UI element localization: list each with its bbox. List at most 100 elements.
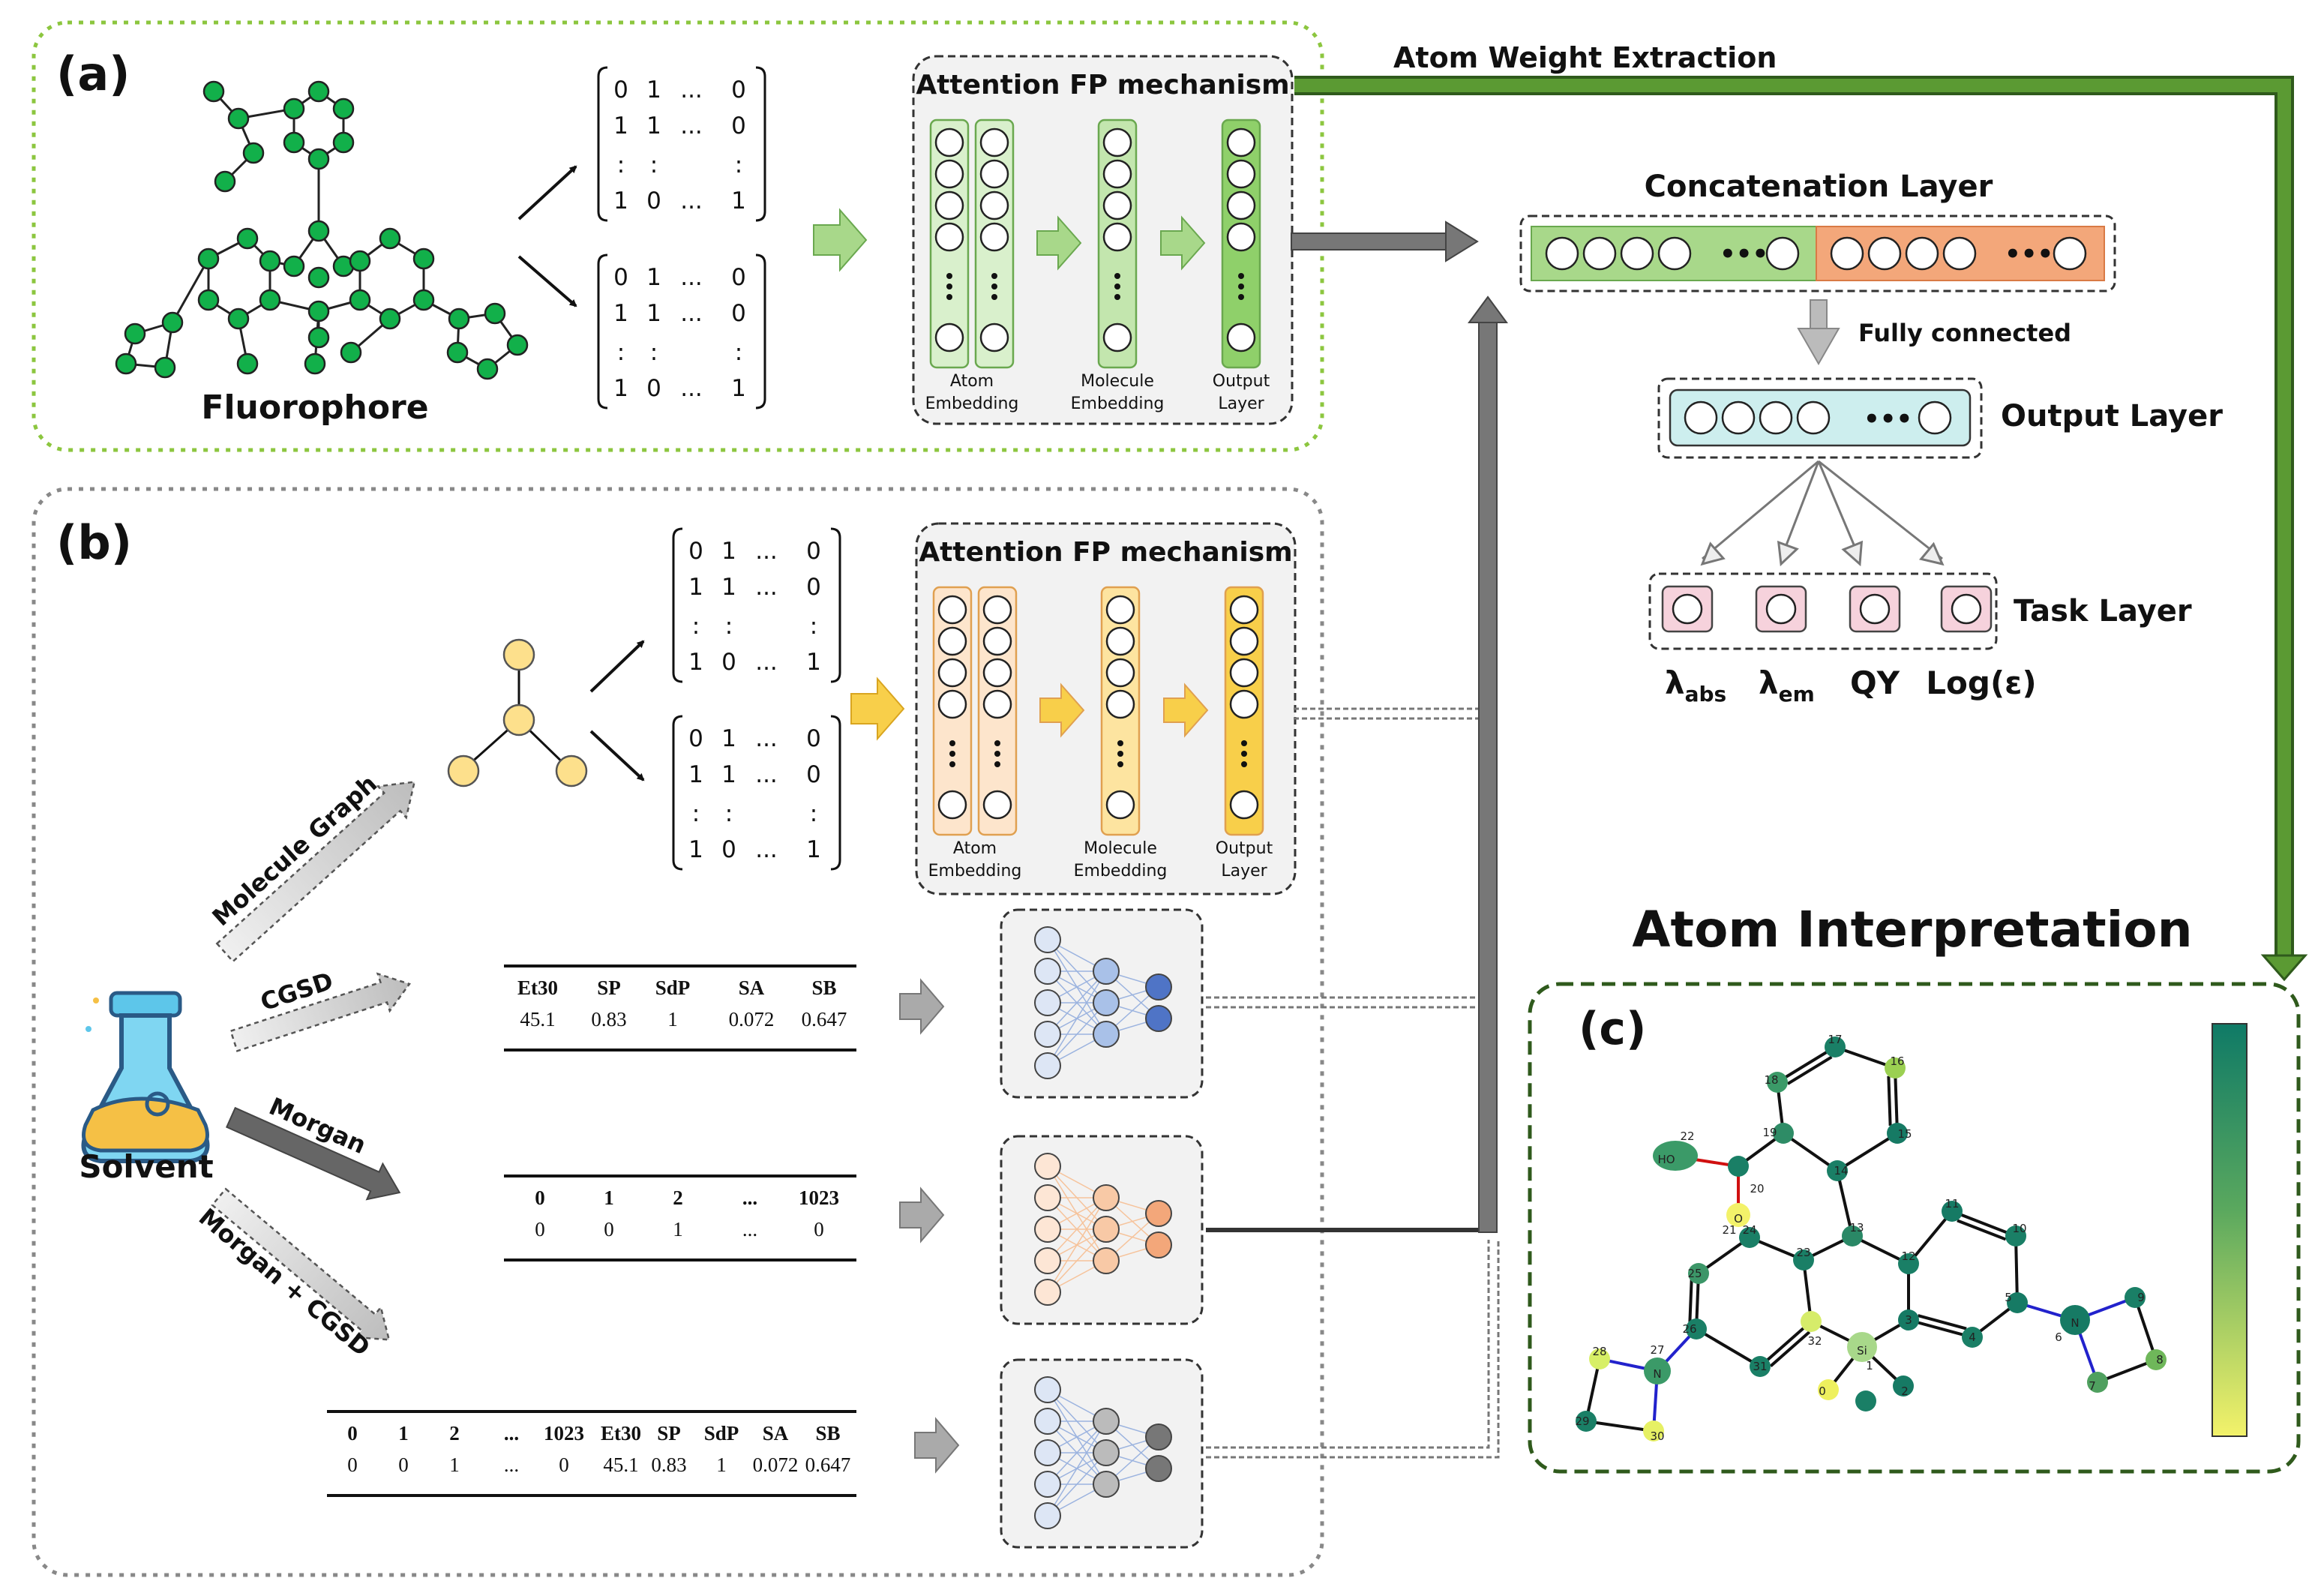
atom-node: [332, 98, 355, 120]
table-header: SA: [739, 976, 765, 999]
mlp-cgsd: [1000, 908, 1204, 1099]
atom-node: [1686, 1318, 1707, 1340]
matrix-cell: 1: [721, 538, 736, 565]
neuron: [1105, 595, 1135, 625]
atom-node: [2146, 1349, 2167, 1370]
neuron: [1105, 658, 1135, 688]
atom-node: [283, 98, 305, 120]
atom-label: 32: [1807, 1334, 1822, 1348]
neuron: [937, 626, 967, 656]
atom-label: 7: [2089, 1379, 2096, 1393]
task-fan-arrows: [1702, 460, 1943, 560]
table-header: SB: [815, 1422, 840, 1444]
atom-label: 15: [1897, 1127, 1912, 1141]
matrix-cell: 1: [721, 761, 736, 788]
atom-node: [1885, 1058, 1906, 1078]
matrix-cell: 0: [731, 300, 746, 327]
table-cell: 0.647: [805, 1454, 851, 1476]
neuron: [937, 790, 967, 820]
column-label: Embedding: [925, 394, 1019, 413]
table-cell: 0.072: [729, 1008, 775, 1030]
connector-lines: [1206, 296, 1508, 1459]
table-cell: 45.1: [603, 1454, 638, 1476]
arrow-to-matrix-bottom: [517, 255, 577, 308]
atom-label: 11: [1945, 1197, 1959, 1210]
inner-arrow: [1163, 682, 1209, 738]
atom-label: 26: [1682, 1322, 1696, 1336]
atom-node: [476, 358, 499, 380]
neuron: [937, 595, 967, 625]
bond: [2014, 1235, 2019, 1304]
bond: [2134, 1297, 2158, 1360]
atom-node: [1773, 1123, 1794, 1144]
atom-node: [1962, 1327, 1983, 1348]
atom-node: [484, 302, 506, 325]
matrix-cell: :: [692, 613, 700, 640]
matrix-cell: :: [735, 339, 742, 366]
matrix-cell: :: [810, 800, 817, 827]
atom-label: 3: [1905, 1313, 1912, 1327]
solvent-molecule-graph: [447, 638, 588, 788]
arrow-to-concatenation: [1291, 220, 1479, 262]
bond: [171, 258, 210, 323]
neuron: [979, 159, 1009, 189]
table-cell: 1: [449, 1454, 460, 1476]
atom-node: [1827, 1160, 1848, 1181]
matrix-cell: ...: [755, 836, 778, 863]
attention-weight-colorbar: [2212, 1023, 2248, 1437]
atom-node: [2005, 1226, 2026, 1246]
matrix-cell: 0: [646, 375, 661, 402]
neuron: [1034, 1247, 1061, 1274]
atom-node: [197, 248, 220, 270]
atom-node: [1728, 1156, 1749, 1177]
table-header: SP: [597, 976, 621, 999]
atom-node: [202, 80, 225, 103]
neuron: [934, 222, 964, 252]
matrix-cell: 1: [646, 264, 661, 291]
matrix-cell: 1: [806, 836, 821, 863]
matrix-cell: ...: [680, 112, 703, 140]
neuron: [1093, 1471, 1120, 1498]
atom-node: [1825, 1036, 1846, 1058]
atom-label: 19: [1762, 1126, 1777, 1139]
table-cell: 0: [535, 1218, 545, 1240]
neuron: [982, 595, 1012, 625]
atom-label: 21: [1722, 1223, 1736, 1237]
neuron: [1093, 1439, 1120, 1466]
matrix-cell: ...: [755, 574, 778, 601]
neuron: [982, 689, 1012, 719]
column-label: Molecule: [1084, 839, 1157, 858]
column-label: Embedding: [928, 862, 1022, 880]
neuron: [979, 322, 1009, 352]
neuron: [1034, 1052, 1061, 1079]
atom-node: [161, 311, 184, 334]
matrix-cell: :: [650, 339, 658, 366]
solvent-label: Solvent: [79, 1148, 213, 1185]
neuron: [1093, 1247, 1120, 1274]
table-cell: 0: [604, 1218, 614, 1240]
table-cell: 1: [673, 1218, 683, 1240]
atom-node: [1793, 1250, 1814, 1270]
table-header: Et30: [601, 1422, 641, 1444]
atom-node: [214, 170, 236, 193]
attention-title: Attention FP mechanism: [919, 537, 1292, 568]
neuron: [1145, 1005, 1172, 1032]
neuron: [1942, 236, 1977, 271]
matrix-cell: 1: [688, 761, 703, 788]
neuron: [1102, 128, 1132, 158]
bond: [1907, 1210, 1954, 1265]
neuron: [1226, 222, 1256, 252]
table-header: SB: [811, 976, 836, 999]
table-cell: 0: [814, 1218, 824, 1240]
atom-node: [154, 356, 176, 379]
atom-node: [1688, 1263, 1709, 1284]
atom-node: [283, 255, 305, 278]
matrix-cell: 1: [688, 574, 703, 601]
neuron: [1145, 1424, 1172, 1450]
atom-label: 1: [1866, 1359, 1873, 1372]
bond: [1894, 1067, 1899, 1134]
matrix-cell: 1: [731, 188, 746, 214]
atom-label: O: [1734, 1212, 1743, 1226]
table-header: 1023: [544, 1422, 584, 1444]
